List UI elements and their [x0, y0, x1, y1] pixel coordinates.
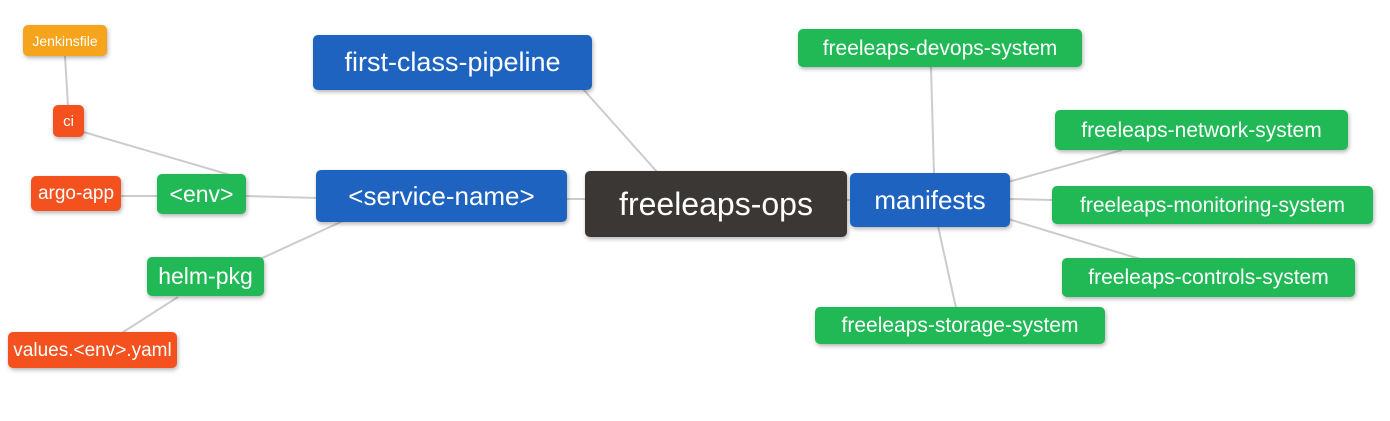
node-freeleaps-monitoring-system[interactable]: freeleaps-monitoring-system: [1052, 186, 1373, 224]
node-service-name[interactable]: <service-name>: [316, 170, 567, 222]
node-jenkinsfile[interactable]: Jenkinsfile: [23, 25, 107, 56]
node-first-class-pipeline[interactable]: first-class-pipeline: [313, 35, 592, 90]
edge-manifests-freeleaps-network-system: [1007, 149, 1123, 183]
edge-manifests-freeleaps-devops-system: [930, 66, 935, 175]
node-values-env-yaml[interactable]: values.<env>.yaml: [8, 332, 177, 368]
edge-env-service-name: [243, 195, 319, 199]
edge-jenkinsfile-ci: [64, 55, 69, 107]
node-freeleaps-devops-system[interactable]: freeleaps-devops-system: [798, 29, 1082, 67]
edge-ci-env: [79, 130, 245, 180]
node-freeleaps-network-system[interactable]: freeleaps-network-system: [1055, 110, 1348, 150]
node-argo-app[interactable]: argo-app: [31, 176, 121, 211]
node-env[interactable]: <env>: [157, 174, 246, 214]
edge-first-class-pipeline-freeleaps-ops: [582, 88, 659, 174]
node-ci[interactable]: ci: [53, 105, 84, 137]
edge-values-env-yaml-helm-pkg: [119, 296, 179, 335]
node-freeleaps-controls-system[interactable]: freeleaps-controls-system: [1062, 258, 1355, 297]
node-freeleaps-ops[interactable]: freeleaps-ops: [585, 171, 847, 237]
edge-manifests-freeleaps-storage-system: [937, 225, 957, 309]
edge-helm-pkg-service-name: [257, 219, 346, 261]
edge-manifests-freeleaps-controls-system: [1007, 218, 1141, 260]
node-helm-pkg[interactable]: helm-pkg: [147, 257, 264, 296]
node-freeleaps-storage-system[interactable]: freeleaps-storage-system: [815, 307, 1105, 344]
node-manifests[interactable]: manifests: [850, 173, 1010, 227]
edge-manifests-freeleaps-monitoring-system: [1008, 198, 1054, 201]
